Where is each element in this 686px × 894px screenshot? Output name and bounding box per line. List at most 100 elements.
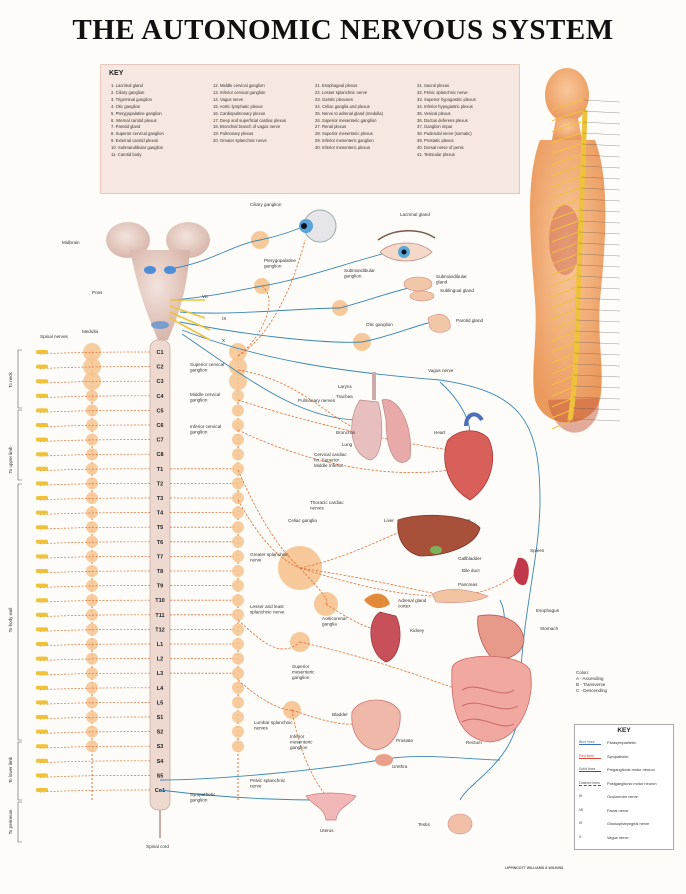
anatomy-label: Medulla (82, 329, 99, 334)
figure-leader-line (578, 242, 621, 246)
spinal-nerve-line (39, 789, 151, 793)
figure-nerve-branch (551, 242, 578, 254)
nucleus-right (164, 266, 176, 274)
key-entry: 10. Submandibular ganglion (111, 145, 164, 151)
chain-ganglion (83, 357, 101, 376)
right-key-text: Oculomotor nerve (607, 794, 638, 799)
spine-segment-label: L2 (157, 657, 163, 663)
key-entry: 38. Pudendal nerve (somatic) (417, 131, 472, 137)
sympathetic-nerve (237, 499, 301, 569)
figure-organs (549, 205, 581, 275)
spinal-nerve-stub (36, 437, 48, 442)
human-figure (530, 68, 621, 433)
sympathetic-nerve (291, 709, 331, 801)
figure-leader-line (576, 297, 621, 301)
chain-ganglion (86, 740, 98, 753)
figure-nerve-branch (551, 209, 579, 221)
spine-segment-label: T7 (157, 554, 163, 560)
right-key-text: Parasympathetic (607, 740, 636, 745)
chain-ganglion (86, 667, 98, 680)
figure-leader-line (579, 220, 621, 224)
figure-leader-line (577, 264, 621, 268)
figure-leader-line (582, 132, 621, 136)
key-entry: 20. Greater splanchnic nerve (213, 138, 267, 144)
chain-ganglion (232, 681, 244, 694)
spinal-nerve-stub (36, 598, 48, 603)
cranial-nerve-root (169, 311, 211, 331)
figure-nerve-branch (551, 286, 576, 298)
right-key-text: Sympathetic (607, 753, 629, 759)
chain-ganglion (232, 404, 244, 417)
sympathetic-nerve (237, 369, 361, 431)
right-key-text: Postganglionic motor neuron (607, 780, 657, 786)
chain-ganglion (232, 419, 244, 431)
anatomy-label: Bladder (332, 712, 348, 717)
anatomy-label: X (222, 338, 225, 343)
anatomy-label: Uterus (320, 828, 334, 833)
anatomy-label: Larynx (338, 384, 352, 389)
spinal-nerve-stub (36, 758, 48, 763)
sympathetic-nerve (237, 285, 270, 357)
anatomy-label: Otic ganglion (366, 322, 393, 327)
figure-leader-line (577, 286, 621, 290)
anatomy-label: Parotid gland (456, 318, 484, 323)
figure-nerve-branch (551, 418, 571, 430)
chain-ganglion (232, 711, 244, 723)
region-label: To body wall (8, 608, 13, 633)
key-heading: KEY (109, 70, 124, 77)
spinal-nerve-stub (36, 496, 48, 500)
right-key-text: Facial nerve (607, 807, 629, 813)
sympathetic-nerve (299, 531, 401, 569)
spinal-nerve-stub (36, 466, 48, 471)
chain-ganglion (232, 550, 244, 563)
right-key-swatch: X (579, 834, 582, 839)
figure-nerve-branch (551, 176, 580, 188)
pons-medulla (130, 250, 190, 340)
anatomy-label: Heart (434, 430, 446, 435)
spinal-nerve-stub (36, 627, 48, 632)
figure-leader-line (580, 198, 621, 202)
key-entry: 36. Ductus deferens plexus (417, 117, 468, 123)
parasympathetic-nerve (181, 333, 361, 421)
spinal-nerve-stub (36, 583, 48, 588)
chain-ganglion (232, 623, 244, 636)
chain-ganglion (86, 594, 98, 607)
figure-leader-line (577, 275, 621, 279)
figure-nerve-branch (551, 319, 575, 331)
anatomy-label: Testis (418, 822, 430, 827)
key-entry: 21. Esophageal plexus (315, 83, 358, 88)
cranial-nerve-root (169, 317, 211, 341)
parasympathetic-nerve (174, 225, 306, 269)
parasympathetic-nerve (179, 285, 419, 314)
anatomy-label: Bronchus (336, 430, 356, 435)
key-entry: 3. Trigeminal ganglion (111, 96, 152, 102)
spine-segment-label: L4 (157, 686, 164, 692)
right-key-heading: KEY (617, 727, 631, 734)
anatomy-label: Esophagus (536, 608, 560, 613)
spinal-nerve-stub (36, 481, 48, 486)
key-entry: 18. Bronchial branch of vagus nerve (213, 124, 281, 130)
right-key-swatch: Blue lines (579, 740, 601, 745)
figure-nerve-branch (551, 264, 577, 276)
lacrimal-eye-organ (377, 230, 436, 262)
figure-nerve-branch (551, 187, 580, 199)
anatomy-label: Kidney (410, 628, 425, 633)
spinal-nerve-stub (36, 700, 48, 705)
figure-leader-line (583, 99, 621, 103)
chain-ganglion (232, 608, 244, 621)
key-entry: 2. Ciliary ganglion (111, 89, 145, 95)
sympathetic-nerve (237, 619, 301, 650)
spine-segment-label: T1 (157, 467, 163, 473)
chain-ganglion (86, 419, 98, 431)
brain-right-lobe (166, 222, 210, 258)
spine-segment-label: C2 (156, 365, 163, 371)
